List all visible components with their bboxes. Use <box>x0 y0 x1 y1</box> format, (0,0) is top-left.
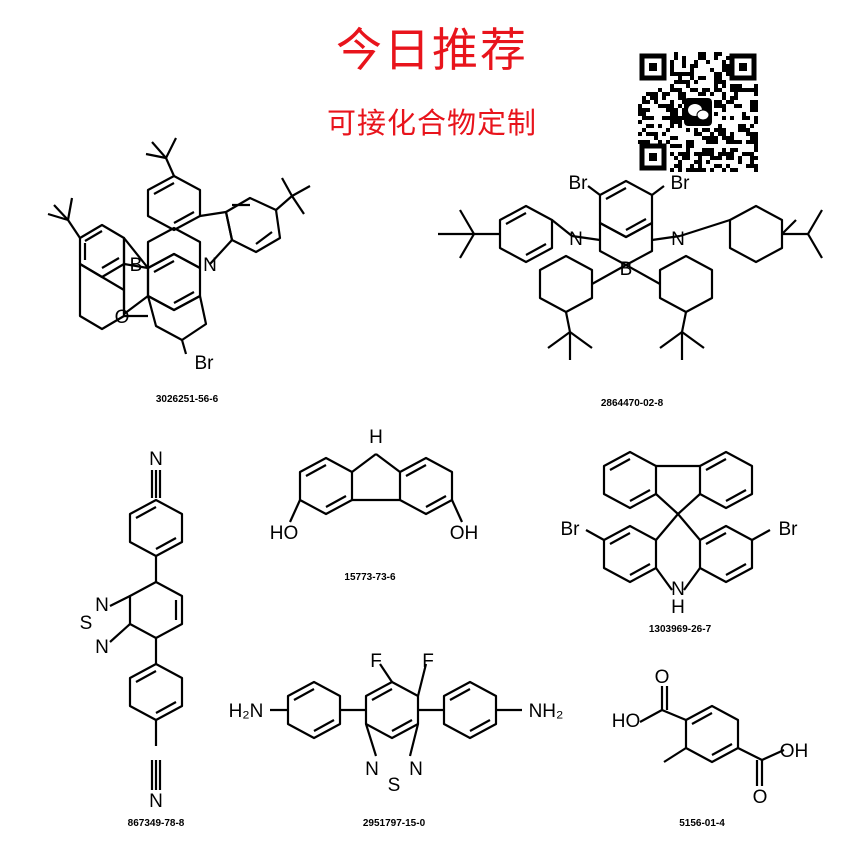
atom-N-left: N <box>569 229 583 250</box>
atom-S: S <box>80 613 93 634</box>
molecule-5156-01-4: O HO OH O <box>612 667 809 808</box>
atom-N-right: N <box>671 229 685 250</box>
atom-Br-left: Br <box>561 519 581 540</box>
cas-label-3: 867349-78-8 <box>127 818 185 829</box>
atom-N-left: N <box>365 759 379 780</box>
atom-Br-right: Br <box>671 173 691 194</box>
wechat-qr-code-icon <box>638 52 758 172</box>
atom-F-right: F <box>422 651 434 672</box>
page-subtitle: 可接化合物定制 <box>326 106 537 140</box>
cas-label-5: 1303969-26-7 <box>648 624 712 635</box>
atom-O: O <box>115 307 130 328</box>
atom-Br: Br <box>195 353 215 374</box>
atom-NH2: NH₂ <box>529 701 564 722</box>
atom-N-right: N <box>409 759 423 780</box>
atom-HO: HO <box>270 523 299 544</box>
atom-HO: HO <box>612 711 641 732</box>
molecule-15773-73-6: H HO OH <box>270 427 479 544</box>
atom-F-left: F <box>370 651 382 672</box>
atom-B: B <box>620 259 633 280</box>
molecule-3026251-56-6: B N O Br <box>47 137 311 374</box>
atom-B: B <box>130 255 143 276</box>
atom-N: N <box>203 255 217 276</box>
atom-Br-left: Br <box>569 173 589 194</box>
atom-H: H <box>369 427 383 448</box>
molecule-2864470-02-8: Br Br N N B <box>438 173 823 360</box>
atom-N: N <box>671 579 685 600</box>
cas-label-1: 3026251-56-6 <box>155 394 219 405</box>
molecule-2951797-15-0: F F H₂N NH₂ N N S <box>229 651 564 796</box>
cas-label-7: 5156-01-4 <box>679 818 725 829</box>
atom-N-bottom: N <box>149 791 163 812</box>
atom-N-top: N <box>149 449 163 470</box>
molecule-867349-78-8: N N S N N <box>80 449 184 812</box>
atom-H: H <box>671 597 685 618</box>
cas-label-2: 2864470-02-8 <box>600 398 664 409</box>
atom-OH: OH <box>780 741 809 762</box>
molecule-1303969-26-7: Br Br N H <box>561 450 799 618</box>
atom-O-bottom: O <box>753 787 768 808</box>
cas-label-4: 15773-73-6 <box>344 572 396 583</box>
atom-O-top: O <box>655 667 670 688</box>
page-title: 今日推荐 <box>336 23 528 77</box>
cas-label-6: 2951797-15-0 <box>362 818 426 829</box>
atom-N-ring1: N <box>95 595 109 616</box>
atom-H2N: H₂N <box>229 701 264 722</box>
atom-S: S <box>388 775 401 796</box>
atom-OH: OH <box>450 523 479 544</box>
atom-N-ring2: N <box>95 637 109 658</box>
atom-Br-right: Br <box>779 519 799 540</box>
